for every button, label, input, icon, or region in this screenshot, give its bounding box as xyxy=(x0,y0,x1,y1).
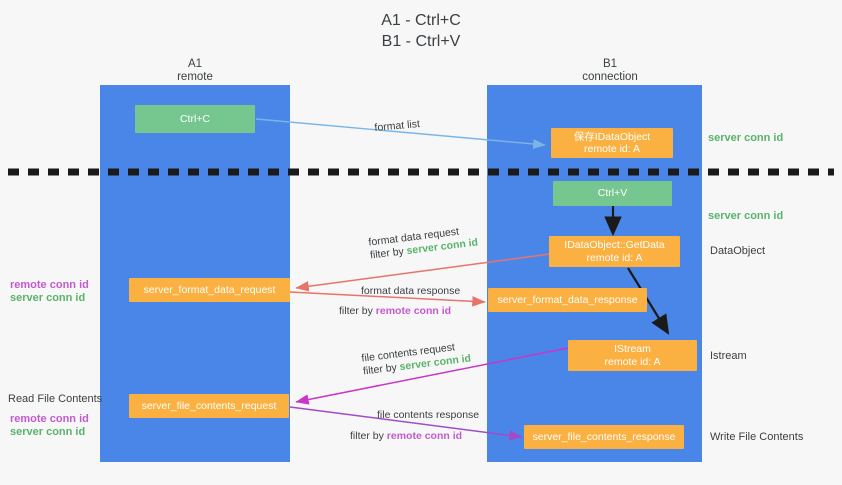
node-server-file-contents-response-label: server_file_contents_response xyxy=(532,430,676,443)
edge-label-fcresp-line2: filter by remote conn id xyxy=(350,430,479,443)
node-istream-label: IStream xyxy=(614,343,651,355)
edge-label-file-contents-request: file contents request filter by server c… xyxy=(361,339,472,378)
edge-label-fcresp-line1: file contents response xyxy=(377,409,480,421)
node-server-format-data-response[interactable]: server_format_data_response xyxy=(488,288,647,312)
node-server-format-data-request[interactable]: server_format_data_request xyxy=(129,278,290,302)
node-save-dataobject-sublabel: remote id: A xyxy=(583,143,641,155)
node-server-format-data-request-label: server_format_data_request xyxy=(143,283,276,296)
side-label-dataobject: DataObject xyxy=(710,245,766,257)
node-server-file-contents-request-label: server_file_contents_request xyxy=(141,399,277,412)
node-istream-sublabel: remote id: A xyxy=(604,355,661,368)
lane-a1-name: A1 xyxy=(187,58,203,70)
edge-label-fdresp-prefix: filter by xyxy=(339,305,376,317)
lane-b1-sub: connection xyxy=(582,71,638,83)
edge-label-fdresp-line1: format data response xyxy=(361,285,461,297)
lane-header-a1: A1 remote xyxy=(120,58,270,84)
node-server-file-contents-request[interactable]: server_file_contents_request xyxy=(129,394,289,418)
edge-label-format-data-request: format data request filter by server con… xyxy=(368,223,479,262)
edge-label-fdresp-line2: filter by remote conn id xyxy=(339,305,460,318)
node-getdata-label: IDataObject::GetData xyxy=(564,239,665,251)
lane-header-b1: B1 connection xyxy=(530,58,690,84)
edge-label-format-data-response: format data response filter by remote co… xyxy=(339,285,461,318)
lane-a1-sub: remote xyxy=(177,71,213,83)
node-ctrl-v-label: Ctrl+V xyxy=(597,187,628,200)
edge-label-format-list-text: format list xyxy=(374,118,421,134)
side-label-remote-conn-1: remote conn id xyxy=(10,279,89,291)
side-label-server-conn-top: server conn id xyxy=(708,132,784,144)
node-server-format-data-response-label: server_format_data_response xyxy=(497,293,638,306)
edge-label-file-contents-response: file contents response filter by remote … xyxy=(350,409,480,443)
node-ctrl-c-label: Ctrl+C xyxy=(179,112,211,125)
edge-label-fcresp-prefix: filter by xyxy=(350,430,387,442)
node-istream[interactable]: IStream remote id: A xyxy=(568,340,697,371)
node-getdata[interactable]: IDataObject::GetData remote id: A xyxy=(549,236,680,267)
node-ctrl-v[interactable]: Ctrl+V xyxy=(553,181,672,206)
side-label-write-file-contents: Write File Contents xyxy=(710,431,804,443)
side-label-server-conn-1: server conn id xyxy=(10,292,86,304)
node-save-dataobject[interactable]: 保存IDataObject remote id: A xyxy=(551,128,673,158)
title-line-2: B1 - Ctrl+V xyxy=(381,33,461,50)
node-getdata-sublabel: remote id: A xyxy=(586,251,643,264)
node-server-file-contents-response[interactable]: server_file_contents_response xyxy=(524,425,684,449)
side-label-remote-conn-2: remote conn id xyxy=(10,413,89,425)
side-label-read-file-contents: Read File Contents xyxy=(8,393,103,405)
side-label-istream: Istream xyxy=(710,350,747,362)
side-label-server-conn-2: server conn id xyxy=(10,426,86,438)
node-ctrl-c[interactable]: Ctrl+C xyxy=(135,105,255,133)
title-line-1: A1 - Ctrl+C xyxy=(381,12,461,29)
edge-label-fcresp-key: remote conn id xyxy=(386,430,463,442)
edge-label-fdresp-key: remote conn id xyxy=(375,305,452,317)
diagram-title: A1 - Ctrl+C B1 - Ctrl+V xyxy=(0,10,842,52)
node-save-dataobject-label: 保存IDataObject xyxy=(573,130,651,143)
lane-b1-name: B1 xyxy=(602,58,618,70)
side-label-server-conn-mid: server conn id xyxy=(708,210,784,222)
edge-label-format-list: format list xyxy=(374,118,420,135)
